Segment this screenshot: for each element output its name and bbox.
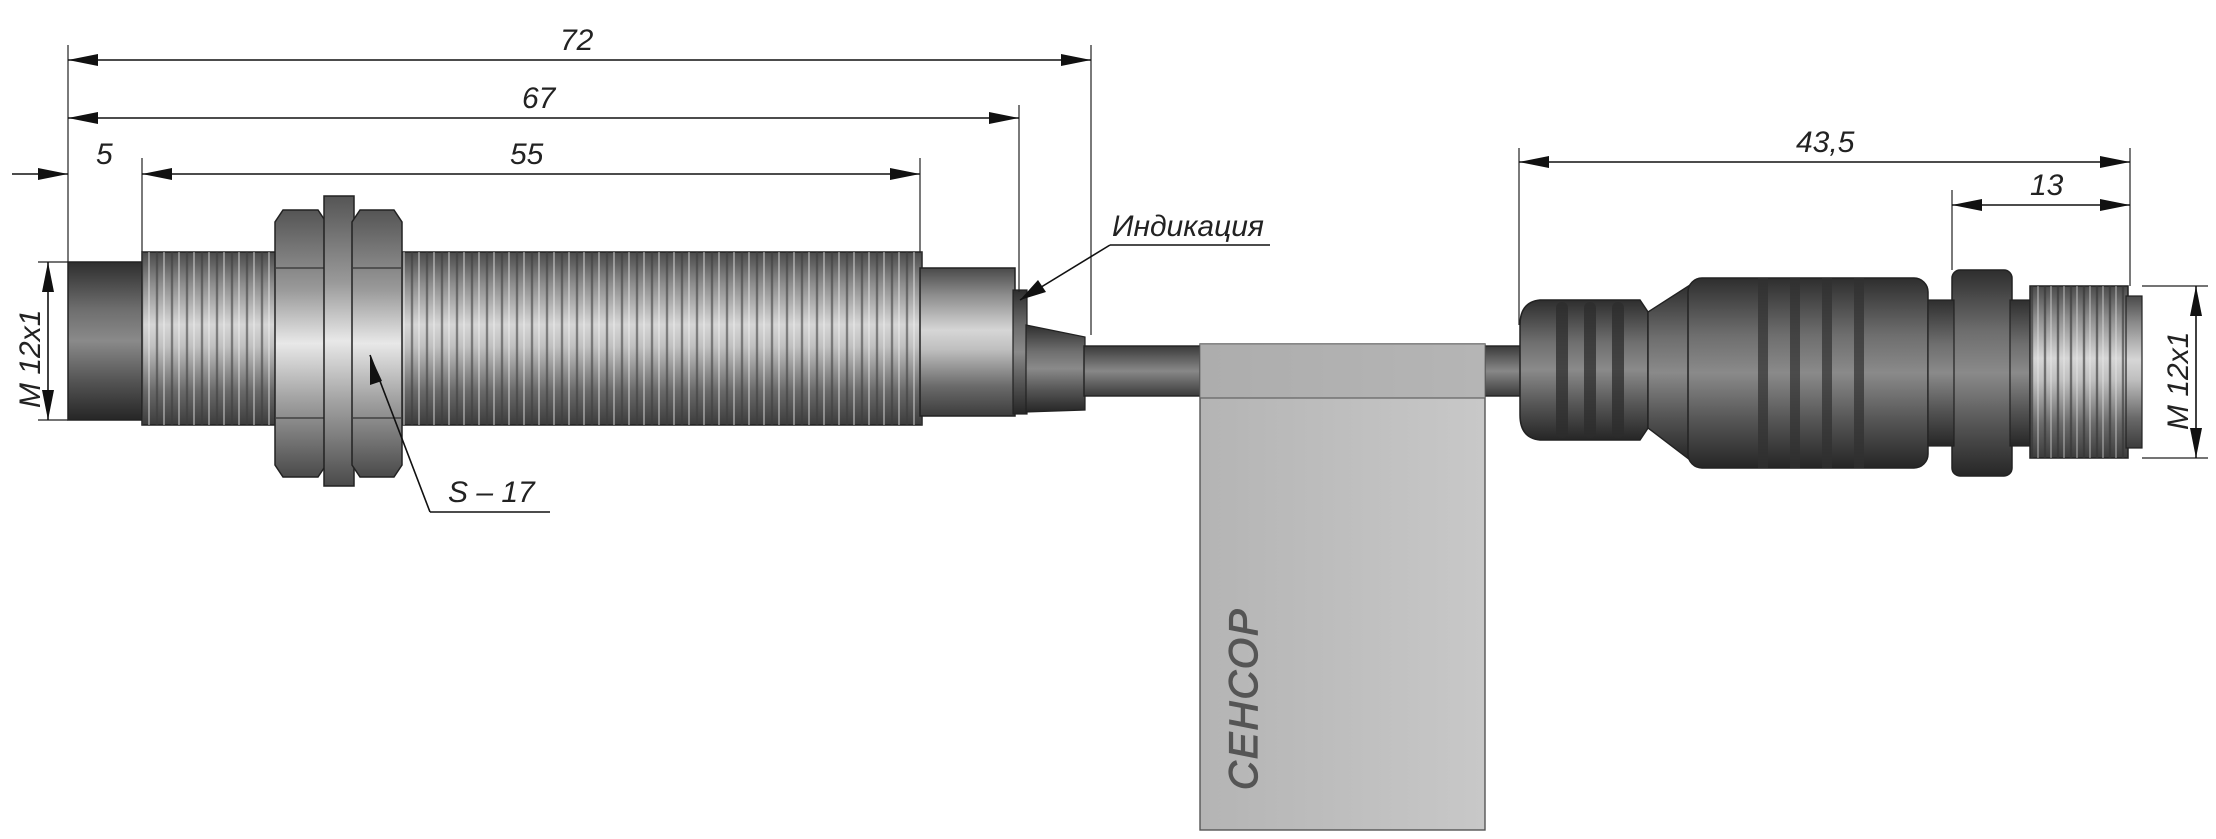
washer — [323, 195, 355, 487]
hex-nut-right — [351, 209, 403, 478]
thread-right-label: M 12x1 — [2162, 332, 2195, 430]
dim-67-label: 67 — [522, 82, 557, 115]
dim-43-5-label: 43,5 — [1796, 126, 1855, 159]
indication-label: Индикация — [1112, 210, 1264, 243]
dimension-connector-thread: 13 — [1951, 169, 2130, 270]
cable-gland — [1025, 324, 1086, 413]
sensor-front-face — [67, 261, 144, 421]
connector-coupling-nut — [1951, 269, 2013, 477]
dimension-thread-right: M 12x1 — [2142, 285, 2208, 459]
dim-55-label: 55 — [510, 138, 544, 171]
indicator-cap — [1012, 289, 1028, 415]
wrench-size-callout: S – 17 — [369, 354, 550, 513]
dim-72-label: 72 — [560, 24, 594, 57]
dimension-overall-length: 72 — [67, 24, 1092, 335]
thread-left-label: M 12x1 — [14, 310, 47, 408]
wrench-size-label: S – 17 — [448, 476, 536, 509]
tag-label: СЕНСОР — [1222, 607, 1266, 790]
dimension-front-offset: 5 55 — [12, 138, 921, 252]
connector — [1519, 269, 2143, 477]
dim-5-label: 5 — [96, 138, 113, 171]
sensor-body — [67, 195, 1086, 487]
cable-tag: СЕНСОР — [1199, 343, 1486, 831]
sensor-rear-section — [919, 267, 1016, 417]
dimension-thread-left: M 12x1 — [14, 261, 68, 421]
dimension-sensor-length: 67 — [68, 82, 1020, 292]
indication-callout: Индикация — [1019, 210, 1270, 301]
hex-nut-left — [274, 209, 327, 478]
connector-grip-body — [1687, 277, 1929, 469]
dim-13-label: 13 — [2030, 169, 2064, 202]
dimension-connector-length: 43,5 — [1518, 126, 2131, 325]
